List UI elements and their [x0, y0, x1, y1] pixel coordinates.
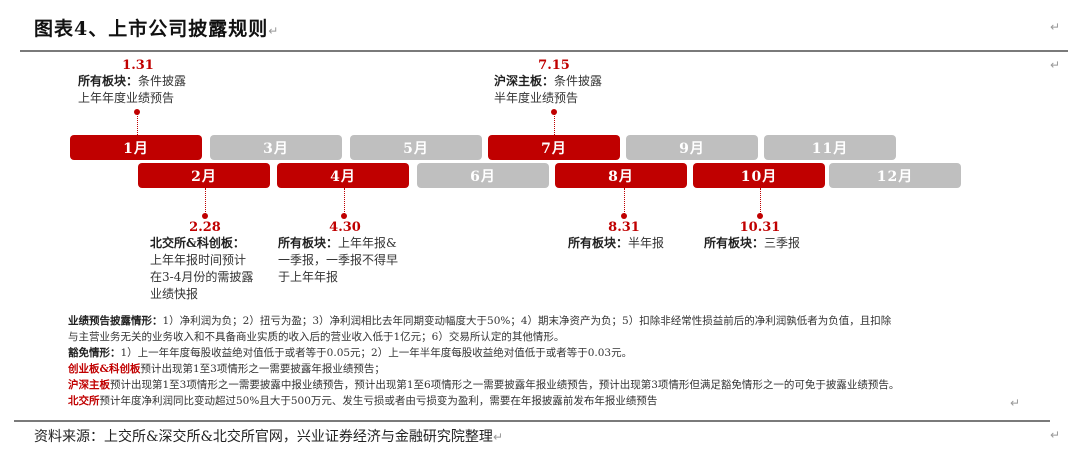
rule-text: 预计出现第1至3项情形之一需要披露中报业绩预告，预计出现第1至6项情形之一需要披… — [110, 379, 900, 391]
event-line: 在3-4月份的需披露 — [150, 270, 254, 284]
event-jan31: 1.31 所有板块：条件披露 上年年度业绩预告 — [78, 58, 218, 107]
return-mark-icon: ↵ — [1010, 396, 1021, 410]
event-board: 沪深主板： — [494, 74, 555, 88]
source-note: 资料来源：上交所&深交所&北交所官网，兴业证券经济与金融研究院整理↵ — [34, 426, 503, 446]
marker-dot-icon — [621, 213, 627, 219]
return-mark-icon: ↵ — [1050, 58, 1061, 72]
rule-text: 1）上一年年度每股收益绝对值低于或者等于0.05元；2）上一年半年度每股收益绝对… — [120, 347, 633, 359]
source-text: 资料来源：上交所&深交所&北交所官网，兴业证券经济与金融研究院整理 — [34, 429, 493, 445]
connector-line — [554, 112, 555, 135]
return-mark-icon: ↵ — [268, 24, 280, 38]
month-bar-sep: 9月 — [626, 135, 758, 160]
event-note: 北交所&科创板： 上年年报时间预计 在3-4月份的需披露 业绩快报 — [150, 235, 280, 303]
event-date: 8.31 — [608, 220, 640, 235]
title-divider — [20, 50, 1068, 52]
month-bar-jul: 7月 — [488, 135, 620, 160]
event-line: 条件披露 — [554, 74, 603, 88]
marker-dot-icon — [202, 213, 208, 219]
chinext-rule: 创业板&科创板预计出现第1至3项情形之一需要披露年报业绩预告； — [68, 361, 1028, 377]
event-board: 所有板块： — [704, 236, 765, 250]
marker-dot-icon — [757, 213, 763, 219]
event-note: 所有板块：条件披露 上年年度业绩预告 — [78, 73, 218, 107]
rule-text: 预计年度净利润同比变动超过50%且大于500万元、发生亏损或者由亏损变为盈利，需… — [99, 395, 658, 407]
event-line: 上年年度业绩预告 — [78, 91, 175, 105]
month-bar-jan: 1月 — [70, 135, 202, 160]
figure-title-text: 图表4、上市公司披露规则 — [34, 18, 269, 40]
forecast-rule: 业绩预告披露情形：1）净利润为负；2）扭亏为盈；3）净利润相比去年同期变动幅度大… — [68, 313, 1028, 329]
connector-line — [760, 188, 761, 214]
event-date: 10.31 — [739, 220, 781, 235]
connector-line — [624, 188, 625, 214]
month-bar-may: 5月 — [350, 135, 482, 160]
main-board-rule: 沪深主板预计出现第1至3项情形之一需要披露中报业绩预告，预计出现第1至6项情形之… — [68, 377, 1028, 393]
event-date: 7.15 — [538, 58, 570, 73]
month-bar-dec: 12月 — [829, 163, 961, 188]
month-bar-apr: 4月 — [277, 163, 409, 188]
rule-label: 业绩预告披露情形： — [68, 315, 163, 327]
event-line: 半年报 — [628, 236, 665, 250]
event-line: 条件披露 — [138, 74, 187, 88]
event-board: 所有板块： — [278, 236, 339, 250]
event-date: 4.30 — [329, 220, 361, 235]
event-board: 所有板块： — [568, 236, 629, 250]
event-line: 上年年报时间预计 — [150, 253, 247, 267]
event-oct31: 10.31 所有板块：三季报 — [704, 220, 834, 252]
disclosure-rules: 业绩预告披露情形：1）净利润为负；2）扭亏为盈；3）净利润相比去年同期变动幅度大… — [68, 313, 1028, 409]
exempt-rule: 豁免情形：1）上一年年度每股收益绝对值低于或者等于0.05元；2）上一年半年度每… — [68, 345, 1028, 361]
rule-label: 沪深主板 — [68, 379, 110, 391]
month-bar-mar: 3月 — [210, 135, 342, 160]
rule-text: 1）净利润为负；2）扭亏为盈；3）净利润相比去年同期变动幅度大于50%；4）期末… — [162, 315, 892, 327]
event-note: 所有板块：三季报 — [704, 235, 834, 252]
event-date: 1.31 — [122, 58, 154, 73]
rule-text: 预计出现第1至3项情形之一需要披露年报业绩预告； — [140, 363, 385, 375]
event-line: 上年年报& — [338, 236, 397, 250]
event-feb28: 2.28 北交所&科创板： 上年年报时间预计 在3-4月份的需披露 业绩快报 — [150, 220, 280, 303]
marker-dot-icon — [341, 213, 347, 219]
event-board: 所有板块： — [78, 74, 139, 88]
connector-line — [205, 188, 206, 214]
event-date: 2.28 — [189, 220, 221, 235]
event-jul15: 7.15 沪深主板：条件披露 半年度业绩预告 — [494, 58, 634, 107]
event-line: 于上年年报 — [278, 270, 339, 284]
event-note: 所有板块：半年报 — [568, 235, 698, 252]
figure-title: 图表4、上市公司披露规则↵ — [34, 14, 279, 41]
rule-label: 北交所 — [68, 395, 100, 407]
rule-label: 创业板&科创板 — [68, 363, 141, 375]
event-board: 北交所&科创板： — [150, 236, 245, 250]
event-line: 业绩快报 — [150, 287, 199, 301]
connector-line — [344, 188, 345, 214]
return-mark-icon: ↵ — [1050, 20, 1061, 34]
source-divider — [14, 420, 1050, 422]
bse-rule: 北交所预计年度净利润同比变动超过50%且大于500万元、发生亏损或者由亏损变为盈… — [68, 393, 1028, 409]
event-line: 三季报 — [764, 236, 801, 250]
event-note: 所有板块：上年年报& 一季报，一季报不得早 于上年年报 — [278, 235, 428, 286]
month-bar-jun: 6月 — [417, 163, 549, 188]
forecast-rule-cont: 与主营业务无关的业务收入和不具备商业实质的收入后的营业收入低于1亿元；6）交易所… — [68, 331, 565, 343]
month-bar-oct: 10月 — [693, 163, 825, 188]
event-line: 一季报，一季报不得早 — [278, 253, 399, 267]
event-line: 半年度业绩预告 — [494, 91, 579, 105]
event-aug31: 8.31 所有板块：半年报 — [568, 220, 698, 252]
month-bar-nov: 11月 — [764, 135, 896, 160]
event-note: 沪深主板：条件披露 半年度业绩预告 — [494, 73, 634, 107]
event-apr30: 4.30 所有板块：上年年报& 一季报，一季报不得早 于上年年报 — [278, 220, 428, 286]
connector-line — [137, 112, 138, 135]
return-mark-icon: ↵ — [1050, 428, 1061, 442]
return-mark-icon: ↵ — [492, 430, 503, 444]
month-bar-aug: 8月 — [555, 163, 687, 188]
rule-label: 豁免情形： — [68, 347, 121, 359]
month-bar-feb: 2月 — [138, 163, 270, 188]
